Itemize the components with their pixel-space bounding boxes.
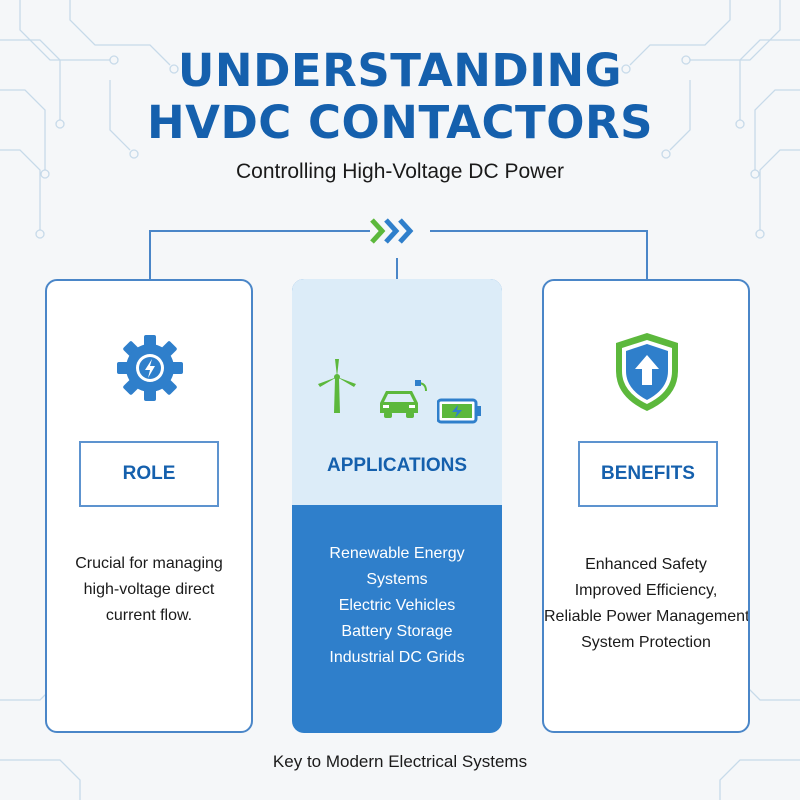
list-item: Electric Vehicles xyxy=(338,597,456,614)
title-line-1: UNDERSTANDING xyxy=(177,44,623,97)
list-item: Improved Efficiency, xyxy=(574,582,718,599)
footer-caption: Key to Modern Electrical Systems xyxy=(272,752,528,771)
title-line-2: HVDC CONTACTORS xyxy=(146,96,654,149)
benefits-card: BENEFITS Enhanced Safety Improved Effici… xyxy=(542,279,750,733)
list-item: Systems xyxy=(366,571,428,588)
role-line: current flow. xyxy=(105,607,193,624)
applications-label: APPLICATIONS xyxy=(326,455,468,476)
battery-icon xyxy=(437,398,481,424)
chevrons-icon xyxy=(370,218,414,244)
benefits-list: Enhanced Safety Improved Efficiency, Rel… xyxy=(544,552,748,656)
electric-car-icon xyxy=(380,380,427,418)
applications-card: APPLICATIONS Renewable Energy Systems El… xyxy=(292,279,502,733)
list-item: Renewable Energy xyxy=(329,545,465,562)
wind-turbine-icon xyxy=(318,359,356,413)
list-item: Enhanced Safety xyxy=(585,556,707,573)
gear-lightning-icon xyxy=(117,335,183,401)
subtitle: Controlling High-Voltage DC Power xyxy=(236,160,564,183)
list-item: Reliable Power Management xyxy=(544,608,750,625)
list-item: System Protection xyxy=(581,634,711,651)
role-line: high-voltage direct xyxy=(83,581,215,598)
shield-arrow-icon xyxy=(616,333,678,411)
applications-list: Renewable Energy Systems Electric Vehicl… xyxy=(292,541,502,671)
role-card: ROLE Crucial for managing high-voltage d… xyxy=(45,279,253,733)
list-item: Battery Storage xyxy=(341,623,453,640)
list-item: Industrial DC Grids xyxy=(329,649,465,666)
role-description: Crucial for managing high-voltage direct… xyxy=(47,551,251,629)
role-line: Crucial for managing xyxy=(75,555,223,572)
benefits-label: BENEFITS xyxy=(578,441,718,507)
role-label: ROLE xyxy=(79,441,219,507)
